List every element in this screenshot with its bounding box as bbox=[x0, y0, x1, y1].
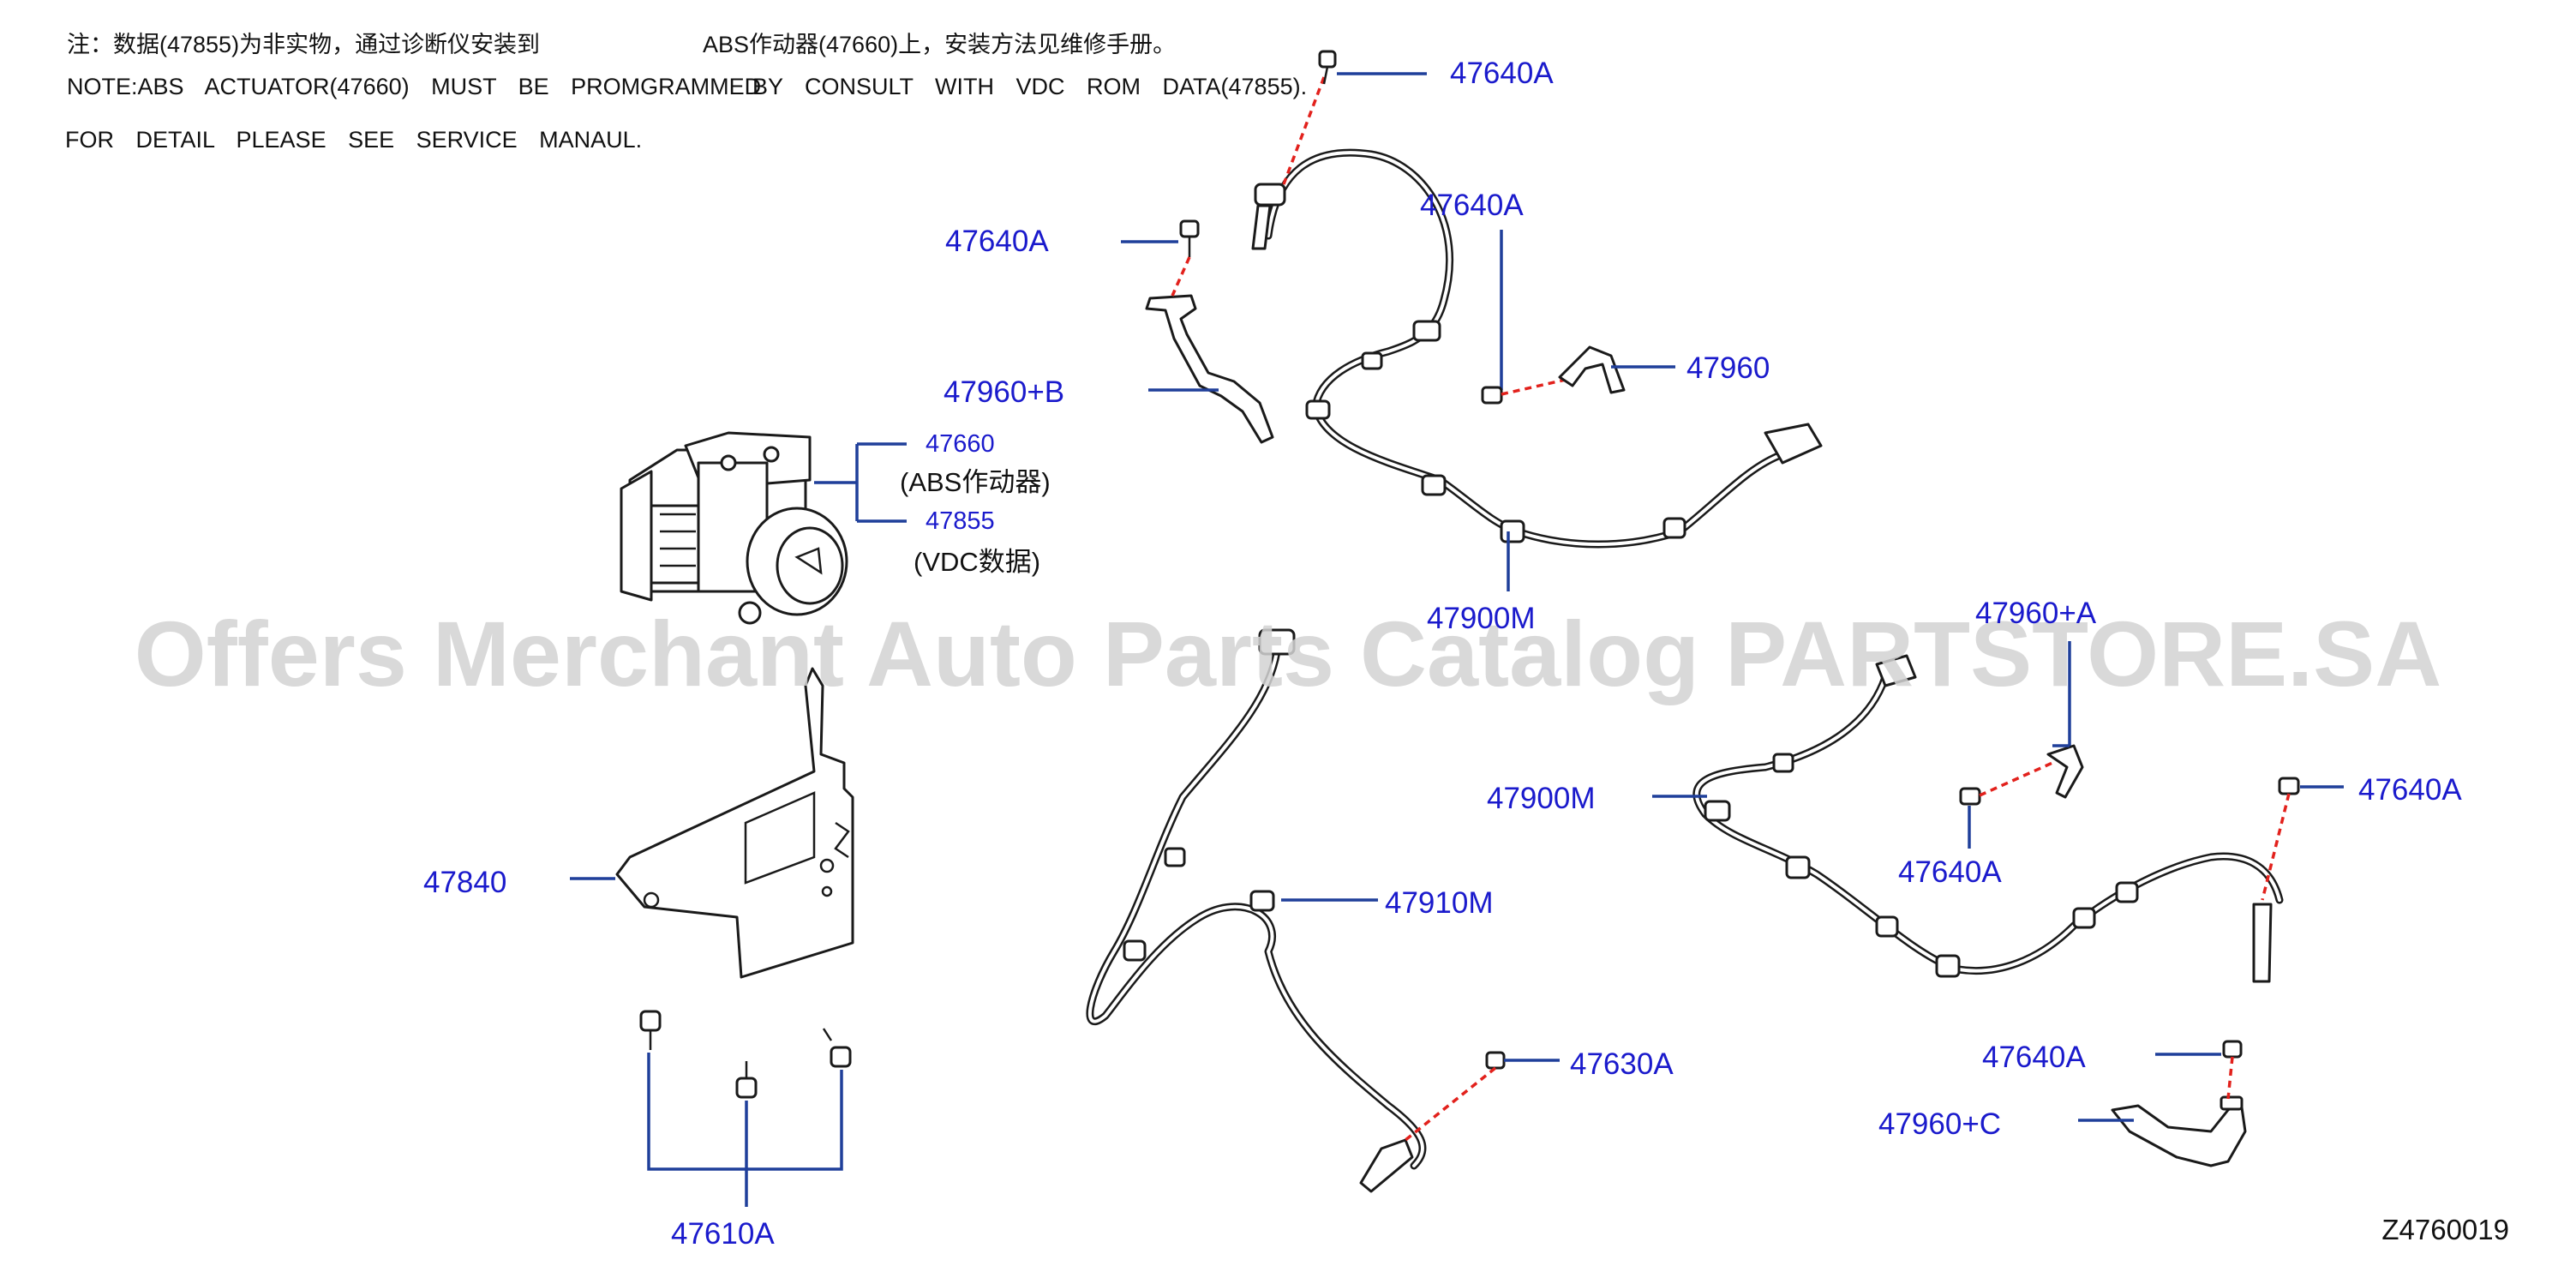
diagram-code: Z4760019 bbox=[2381, 1214, 2509, 1245]
note-line2: NOTE:ABS ACTUATOR(47660) MUST BE PROMGRA… bbox=[67, 74, 762, 99]
callout-47900m-lower[interactable]: 47900M bbox=[1487, 782, 1596, 815]
callout-47960a[interactable]: 47960+A bbox=[1975, 597, 2097, 630]
callout-47910m[interactable]: 47910M bbox=[1385, 886, 1494, 920]
callout-47640a-upper-left[interactable]: 47640A bbox=[945, 225, 1049, 258]
callout-47640a-top[interactable]: 47640A bbox=[1450, 57, 1554, 90]
callout-47630a[interactable]: 47630A bbox=[1570, 1047, 1674, 1081]
callout-47900m-upper[interactable]: 47900M bbox=[1427, 602, 1536, 635]
sensor-harness-47910m-drawing bbox=[1086, 628, 1427, 1193]
callout-47960[interactable]: 47960 bbox=[1686, 351, 1770, 385]
callout-47640a-upper-mid[interactable]: 47640A bbox=[1420, 189, 1524, 222]
callout-47855-description: (VDC数据) bbox=[914, 547, 1041, 577]
abs-actuator-drawing bbox=[620, 431, 848, 625]
bolts-47610a-drawing bbox=[639, 1010, 852, 1099]
note-line3: FOR DETAIL PLEASE SEE SERVICE MANAUL. bbox=[65, 127, 643, 153]
callout-47660[interactable]: 47660 bbox=[926, 430, 995, 458]
callout-47610a[interactable]: 47610A bbox=[671, 1217, 775, 1251]
callout-47960c[interactable]: 47960+C bbox=[1878, 1107, 2002, 1141]
callout-47640a-lower-mid[interactable]: 47640A bbox=[1898, 855, 2002, 889]
callout-47640a-right[interactable]: 47640A bbox=[2358, 773, 2462, 807]
callout-47960b[interactable]: 47960+B bbox=[944, 375, 1065, 409]
note-line1-cn-cont: ABS作动器(47660)上，安装方法见维修手册。 bbox=[703, 32, 1177, 57]
note-line1-cn: 注：数据(47855)为非实物，通过诊断仪安装到 bbox=[67, 32, 541, 57]
bracket-47960c-drawing bbox=[2111, 1095, 2247, 1167]
callout-47855[interactable]: 47855 bbox=[926, 507, 995, 535]
callout-47840[interactable]: 47840 bbox=[423, 866, 507, 899]
callout-47660-description: (ABS作动器) bbox=[900, 467, 1051, 497]
callout-47640a-bottom[interactable]: 47640A bbox=[1982, 1041, 2086, 1074]
note-line2-cont: BY CONSULT WITH VDC ROM DATA(47855). bbox=[752, 74, 1308, 99]
bracket-47840-drawing bbox=[615, 667, 854, 979]
sensor-harness-upper-drawing bbox=[1251, 148, 1823, 549]
bracket-47960b-drawing bbox=[1145, 294, 1274, 444]
sensor-harness-lower-drawing bbox=[1692, 654, 2284, 983]
watermark: Offers Merchant Auto Parts Catalog PARTS… bbox=[134, 602, 2442, 705]
